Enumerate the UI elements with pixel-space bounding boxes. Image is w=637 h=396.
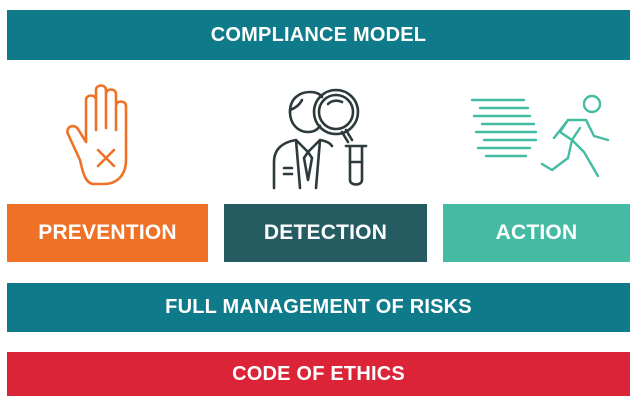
action-box: ACTION	[443, 204, 630, 262]
compliance-model-title: COMPLIANCE MODEL	[7, 10, 630, 60]
magnifier-inspector-icon	[270, 82, 372, 192]
detection-box: DETECTION	[224, 204, 427, 262]
code-of-ethics-bar: CODE OF ETHICS	[7, 352, 630, 396]
prevention-box: PREVENTION	[7, 204, 208, 262]
running-person-icon	[470, 92, 612, 180]
full-risk-management-bar: FULL MANAGEMENT OF RISKS	[7, 283, 630, 332]
stop-hand-icon	[62, 82, 154, 188]
